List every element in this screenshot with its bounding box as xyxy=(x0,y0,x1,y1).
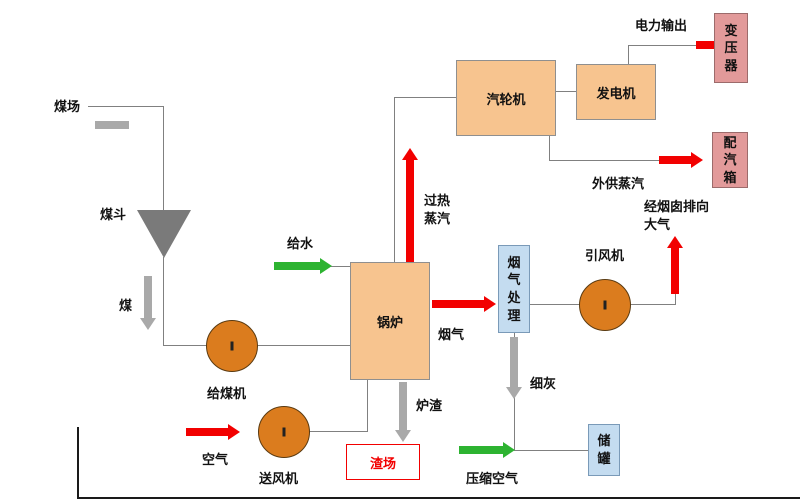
coal-hopper-funnel xyxy=(137,210,191,258)
external-steam-label: 外供蒸汽 xyxy=(592,176,645,191)
connector-line xyxy=(367,380,368,432)
air-arrow xyxy=(186,424,240,440)
coal-feeder-label: 给煤机 xyxy=(207,386,247,401)
to-atmosphere-label: 经烟囱排向 大气 xyxy=(644,199,710,232)
compressed-air-arrow xyxy=(459,442,515,458)
storage-tank-label: 储罐 xyxy=(597,433,611,466)
boiler-box: 锅炉 xyxy=(350,262,430,380)
coal-label: 煤 xyxy=(119,298,133,313)
steam-distribution-box: 配汽箱 xyxy=(712,132,748,188)
connector-line xyxy=(394,98,395,262)
coal-yard-label: 煤场 xyxy=(54,99,81,114)
induced-draft-fan-label: 引风机 xyxy=(585,248,625,263)
slag-yard-box: 渣场 xyxy=(346,444,420,480)
connector-line xyxy=(163,257,164,346)
steam-distribution-label: 配汽箱 xyxy=(723,134,737,185)
boiler-label: 锅炉 xyxy=(376,314,403,330)
transformer-box: 变压器 xyxy=(714,13,748,83)
slag-label: 炉渣 xyxy=(416,398,443,413)
frame-edge-bottom xyxy=(77,497,800,499)
connector-line xyxy=(514,450,588,451)
feed-water-label: 给水 xyxy=(287,236,314,251)
transformer-label: 变压器 xyxy=(724,22,738,73)
air-label: 空气 xyxy=(202,452,229,467)
power-output-label: 电力输出 xyxy=(635,18,688,33)
connector-line xyxy=(163,106,164,210)
slag-yard-label: 渣场 xyxy=(369,455,396,471)
generator-box: 发电机 xyxy=(576,64,656,120)
connector-line xyxy=(549,135,550,161)
connector-line xyxy=(308,431,368,432)
connector-line xyxy=(330,266,350,267)
connector-line xyxy=(628,45,698,46)
feed-water-arrow xyxy=(274,258,332,274)
fine-ash-label: 细灰 xyxy=(530,376,557,391)
forced-draft-fan-label: 送风机 xyxy=(259,471,299,486)
flue-gas-label: 烟气 xyxy=(438,327,465,342)
fine-ash-arrow xyxy=(506,337,522,399)
compressed-air-label: 压缩空气 xyxy=(466,471,519,486)
connector-line xyxy=(556,91,576,92)
external-steam-arrow xyxy=(659,152,703,168)
connector-line xyxy=(394,97,456,98)
coal-hopper-label: 煤斗 xyxy=(100,207,127,222)
induced-draft-fan xyxy=(579,279,631,331)
frame-edge-left xyxy=(77,427,79,499)
connector-line xyxy=(549,160,661,161)
steam-turbine-label: 汽轮机 xyxy=(486,91,526,107)
flue-gas-treatment-box: 烟气处理 xyxy=(498,245,530,333)
connector-line xyxy=(88,106,164,107)
slag-arrow xyxy=(395,382,411,442)
flue-gas-treatment-label: 烟气处理 xyxy=(507,254,521,323)
coal-in-arrow xyxy=(95,117,141,133)
coal-feeder-fan xyxy=(206,320,258,372)
storage-tank-box: 储罐 xyxy=(588,424,620,476)
connector-line xyxy=(628,45,629,64)
forced-draft-fan xyxy=(258,406,310,458)
superheated-steam-arrow xyxy=(402,148,418,262)
to-atmosphere-arrow xyxy=(667,236,683,294)
flue-gas-arrow xyxy=(432,296,496,312)
steam-turbine-box: 汽轮机 xyxy=(456,60,556,136)
generator-label: 发电机 xyxy=(596,85,636,101)
coal-down-arrow xyxy=(140,276,156,330)
superheated-steam-label: 过热 蒸汽 xyxy=(424,193,451,226)
